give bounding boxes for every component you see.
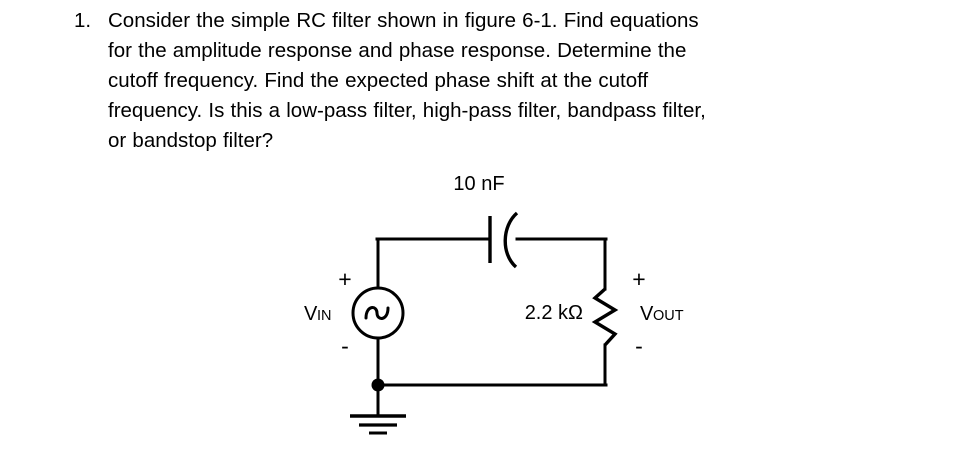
- vout-label-main: V: [640, 303, 654, 325]
- vin-label-main: V: [304, 303, 318, 325]
- question-line-1: Consider the simple RC filter shown in f…: [108, 9, 699, 32]
- question-list: 1. Consider the simple RC filter shown i…: [74, 6, 912, 156]
- capacitor-value-label: 10 nF: [453, 173, 504, 195]
- circuit-diagram: 10 nF 2.2 kΩ V IN + - V OUT + -: [288, 168, 718, 460]
- question-item-1: 1. Consider the simple RC filter shown i…: [74, 6, 912, 156]
- question-block: 1. Consider the simple RC filter shown i…: [74, 6, 912, 156]
- question-line-2: for the amplitude response and phase res…: [108, 39, 687, 62]
- vin-plus-sign: +: [338, 266, 351, 292]
- vin-label-subscript: IN: [317, 308, 332, 324]
- resistor-zigzag: [591, 287, 619, 347]
- question-line-5: or bandstop filter?: [108, 129, 274, 152]
- resistor-value-label: 2.2 kΩ: [525, 302, 583, 324]
- vout-label-subscript: OUT: [653, 308, 684, 324]
- question-line-3: cutoff frequency. Find the expected phas…: [108, 69, 649, 92]
- question-number: 1.: [74, 9, 92, 32]
- vin-minus-sign: -: [341, 333, 349, 359]
- question-line-4: frequency. Is this a low-pass filter, hi…: [108, 99, 706, 122]
- ac-source-sine-icon: [364, 306, 390, 320]
- vout-plus-sign: +: [632, 266, 645, 292]
- circuit-svg: 10 nF 2.2 kΩ V IN + - V OUT + -: [304, 173, 684, 435]
- vout-minus-sign: -: [635, 333, 643, 359]
- question-text: Consider the simple RC filter shown in f…: [108, 6, 912, 156]
- capacitor-right-plate: [503, 211, 519, 269]
